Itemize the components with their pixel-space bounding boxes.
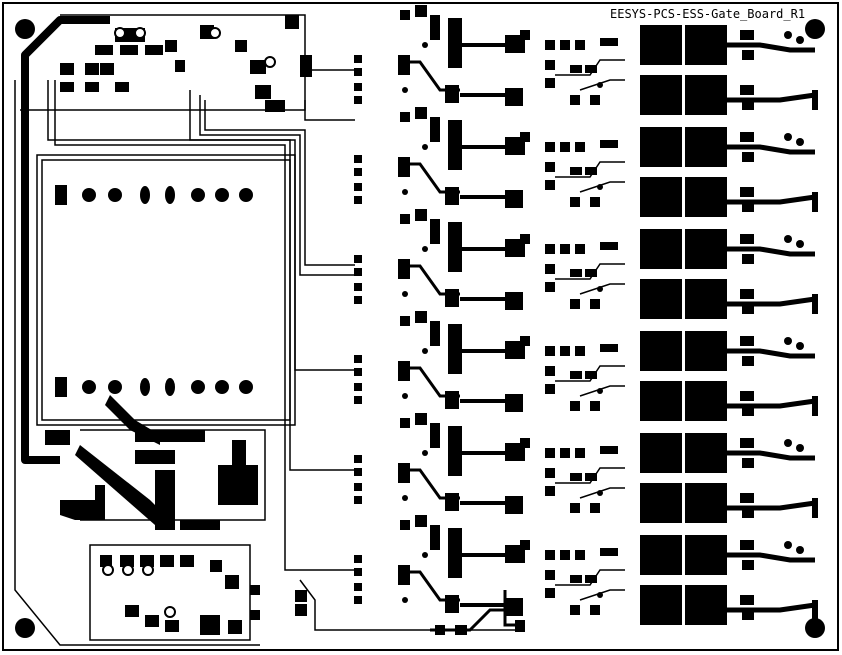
- gate-channel-2: [398, 107, 818, 217]
- sub-board-outline: [14, 14, 306, 646]
- gate-channels: [398, 5, 818, 625]
- mounting-holes: [15, 19, 825, 638]
- gate-channel-5: [398, 413, 818, 523]
- power-stage: [45, 395, 258, 530]
- gate-channel-6: [398, 515, 818, 625]
- power-traces: [21, 16, 110, 464]
- gate-channel-3: [398, 209, 818, 319]
- bottom-left-cluster: [100, 555, 260, 635]
- signal-traces: [47, 69, 520, 631]
- bottom-pads: [435, 620, 525, 635]
- board-title: EESYS-PCS-ESS-Gate_Board_R1: [610, 7, 806, 21]
- gate-channel-1: [398, 5, 818, 115]
- top-left-cluster: [60, 15, 312, 112]
- bottom-traces: [430, 590, 520, 632]
- gate-channel-4: [398, 311, 818, 421]
- connector-pads: [55, 185, 253, 397]
- header-pins: [295, 55, 362, 616]
